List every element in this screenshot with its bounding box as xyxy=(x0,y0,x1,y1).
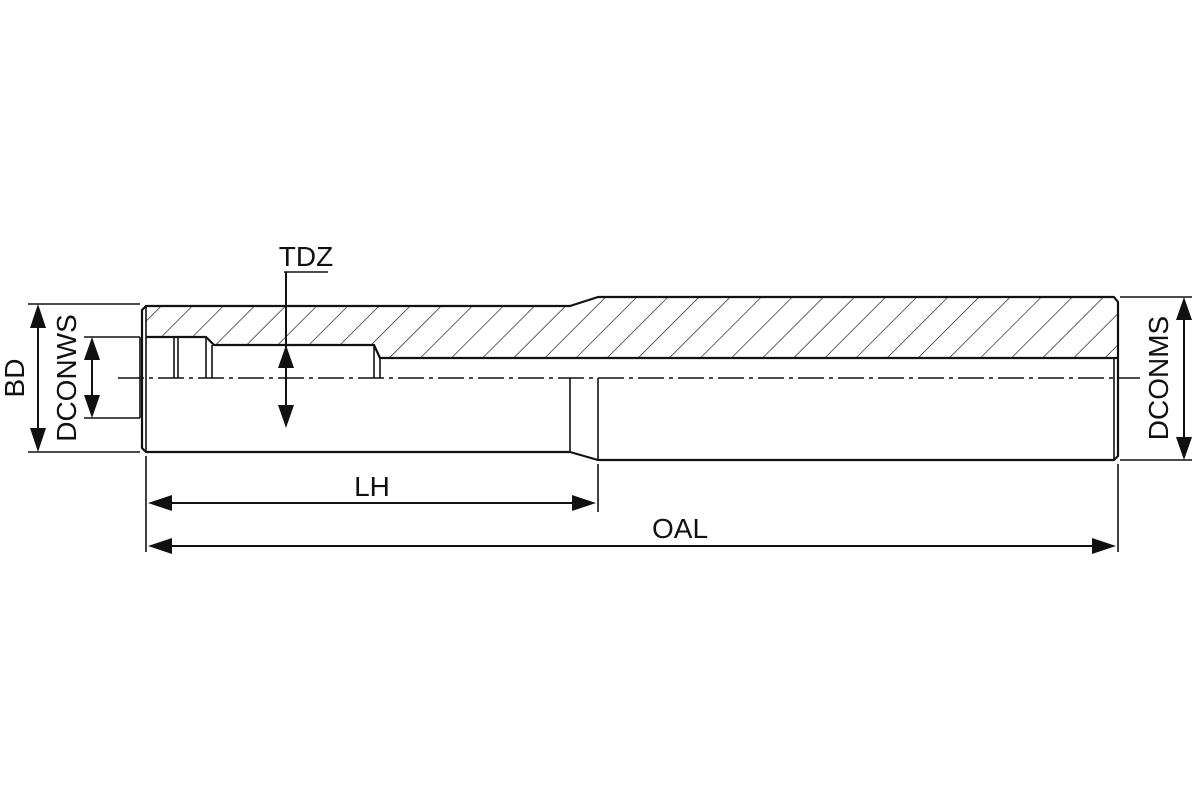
tdz-label: TDZ xyxy=(279,241,333,272)
tool-body-outline xyxy=(118,295,1140,462)
lh-dimension: LH xyxy=(145,456,599,552)
oal-dimension: OAL xyxy=(148,464,1119,554)
dconws-label: DCONWS xyxy=(51,314,82,442)
dconws-dimension: DCONWS xyxy=(51,314,141,442)
oal-label: OAL xyxy=(652,513,708,544)
tdz-dimension: TDZ xyxy=(278,241,333,428)
dconms-dimension: DCONMS xyxy=(1120,296,1192,461)
bd-dimension: BD xyxy=(0,303,140,453)
lh-label: LH xyxy=(354,471,390,502)
bd-label: BD xyxy=(0,359,30,398)
dconms-label: DCONMS xyxy=(1143,316,1174,440)
